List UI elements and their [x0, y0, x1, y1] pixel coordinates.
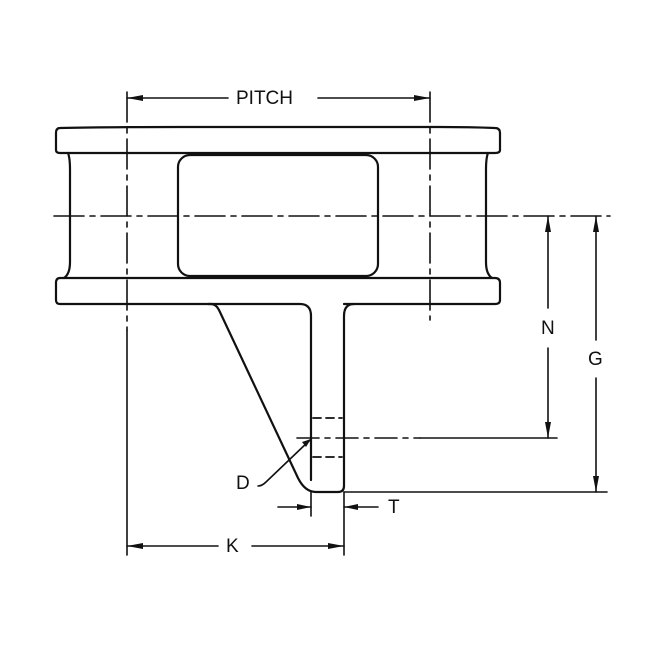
- dimension-label-d: D: [236, 473, 250, 494]
- center-lines: [53, 91, 611, 439]
- dimension-label-g: G: [588, 349, 603, 370]
- hole-hidden-lines: [312, 417, 343, 458]
- arrowheads: [127, 95, 599, 549]
- dimension-label-k: K: [226, 536, 239, 557]
- dimension-label-t: T: [388, 497, 400, 518]
- dimension-label-n: N: [541, 318, 555, 339]
- attachment-tab: [206, 302, 356, 494]
- dimension-lines: [126, 97, 608, 556]
- dimension-label-pitch: PITCH: [236, 88, 293, 109]
- bottom-flange: [54, 276, 502, 306]
- top-flange: [54, 125, 502, 155]
